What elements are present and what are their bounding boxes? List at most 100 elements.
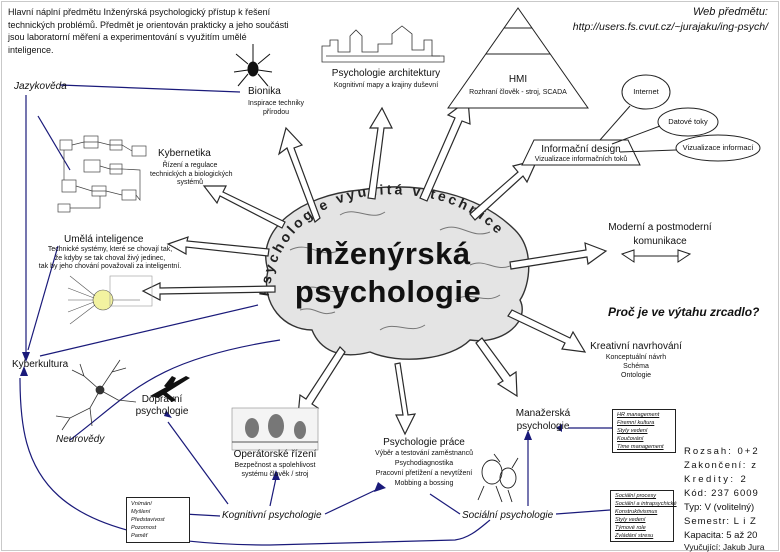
node-informacni-sub: Vizualizace informačních toků bbox=[534, 156, 628, 163]
line-kog-prace bbox=[324, 487, 381, 515]
course-kredity: Kredity: 2 bbox=[684, 474, 749, 485]
arrow-hmi bbox=[419, 98, 471, 202]
node-dopravni-line1: Dopravní bbox=[141, 394, 183, 405]
group-figures-icon bbox=[477, 453, 519, 503]
node-moderni-line1: Moderní a postmoderní bbox=[608, 222, 712, 233]
line-kyber-brain bbox=[39, 304, 259, 357]
list-item: Týmové role bbox=[615, 525, 646, 531]
list-item: Pozornost bbox=[131, 525, 157, 531]
intro-line-3: jsou laboratorní měření a experimentován… bbox=[8, 32, 247, 42]
node-prace-title: Psychologie práce bbox=[383, 437, 465, 448]
intro-line-4: inteligence. bbox=[8, 44, 54, 55]
center-title-line-1: Inženýrská bbox=[305, 236, 471, 271]
line-kyber-umela bbox=[27, 245, 59, 351]
list-item: Myšlení bbox=[131, 509, 151, 515]
node-kognitivni: Kognitivní psychologie bbox=[222, 510, 322, 521]
info-design-shapes bbox=[521, 74, 761, 166]
node-kybernetika-title: Kybernetika bbox=[158, 148, 211, 159]
node-kreativni-sub1: Konceptuální návrh bbox=[605, 354, 667, 361]
list-item: Time management bbox=[617, 444, 664, 450]
question-proc: Proč je ve výtahu zrcadlo? bbox=[608, 305, 760, 319]
list-item: Představivost bbox=[131, 517, 165, 523]
list-socialni: Sociální procesy Sociální a intrapsychic… bbox=[610, 490, 677, 542]
arrowheads bbox=[20, 352, 562, 492]
bubble-datove-toky: Datové toky bbox=[668, 117, 708, 126]
node-socialni: Sociální psychologie bbox=[462, 510, 554, 521]
control-room-icon bbox=[231, 407, 319, 451]
line-soc-list bbox=[555, 509, 611, 515]
radiating-arrows bbox=[141, 98, 608, 436]
intro-line-1: Hlavní náplní předmětu Inženýrská psycho… bbox=[8, 7, 271, 17]
node-umela-title: Umělá inteligence bbox=[64, 234, 144, 245]
neural-network-icon bbox=[67, 275, 153, 325]
node-moderni-line2: komunikace bbox=[633, 236, 687, 247]
list-item: Firemní kultura bbox=[617, 420, 655, 426]
line-kog-list bbox=[183, 513, 221, 517]
communication-symbol bbox=[620, 249, 692, 263]
node-operatorske-sub2: systému člověk / stroj bbox=[241, 471, 309, 478]
course-zakonceni: Zakončení: z bbox=[684, 460, 758, 471]
node-bionika-title: Bionika bbox=[248, 86, 281, 97]
list-managerska: HR management Firemní kultura Styly vede… bbox=[612, 409, 676, 453]
arrow-kybernetika bbox=[202, 185, 286, 229]
arrow-bionika bbox=[277, 126, 321, 223]
center-title-line-2: psychologie bbox=[294, 274, 482, 309]
node-kybernetika-sub2: technických a biologických bbox=[150, 170, 233, 178]
node-kreativni-sub3: Ontologie bbox=[621, 372, 651, 379]
spider-icon bbox=[233, 44, 273, 87]
list-item: Styly vedení bbox=[615, 517, 646, 523]
node-jazykoveda: Jazykověda bbox=[14, 81, 67, 92]
node-kybernetika-sub3: systémů bbox=[176, 179, 204, 186]
web-url-link[interactable]: http://users.fs.cvut.cz/~jurajaku/ing-ps… bbox=[572, 21, 768, 33]
node-hmi-sub: Rozhraní člověk - stroj, SCADA bbox=[469, 89, 567, 96]
arrow-architektury bbox=[367, 106, 393, 200]
intro-line-2: technických problémů. Předmět je oriento… bbox=[8, 19, 289, 30]
course-kod: Kód: 237 6009 bbox=[684, 488, 759, 499]
course-vyucujici: Vyučující: Jakub Jura bbox=[684, 542, 765, 552]
arrow-managerska bbox=[475, 337, 518, 398]
airplane-icon bbox=[150, 376, 190, 402]
list-item: Vnímání bbox=[131, 501, 152, 507]
course-kapacita: Kapacita: 5 až 20 bbox=[684, 530, 758, 541]
bubble-vizualizace: Vizualizace informací bbox=[682, 143, 754, 152]
line-soc-prace bbox=[429, 493, 461, 515]
node-bionika-sub2: přírodou bbox=[262, 109, 290, 116]
node-dopravni-line2: psychologie bbox=[135, 406, 189, 417]
arrow-prace bbox=[394, 362, 417, 436]
list-item: Koučování bbox=[617, 436, 644, 442]
line-neuro-brain bbox=[69, 339, 281, 441]
node-operatorske-sub1: Bezpečnost a spolehlivost bbox=[234, 462, 316, 469]
node-hmi-title: HMI bbox=[508, 74, 528, 85]
node-architektury-sub: Kognitivní mapy a krajiny duševní bbox=[333, 82, 439, 89]
arrow-ai-lower bbox=[141, 282, 276, 301]
node-managerska-line2: psychologie bbox=[516, 421, 570, 432]
node-architektury-title: Psychologie architektury bbox=[331, 68, 441, 79]
arrow-informacni bbox=[469, 159, 539, 221]
web-label: Web předmětu: bbox=[692, 6, 768, 18]
city-sketch-icon bbox=[321, 25, 445, 63]
node-umela-sub1: Technické systémy, které se chovají tak, bbox=[47, 246, 173, 253]
line-kog-dopravni bbox=[167, 421, 229, 505]
node-bionika-sub1: Inspirace techniky bbox=[247, 100, 305, 107]
node-prace-sub1: Výběr a testování zaměstnanců bbox=[374, 450, 474, 457]
hmi-pyramid bbox=[447, 7, 589, 109]
arrow-moderni bbox=[509, 242, 608, 270]
list-item: Konstruktivismus bbox=[615, 509, 658, 515]
list-item: Paměť bbox=[131, 533, 148, 539]
course-semestr: Semestr: L i Z bbox=[684, 516, 757, 527]
list-item: HR management bbox=[617, 412, 660, 418]
node-kreativni-title: Kreativní navrhování bbox=[590, 341, 682, 352]
brain-illustration: Psychologie využitá v technice bbox=[256, 181, 530, 360]
node-operatorske-title: Operátorské řízení bbox=[233, 449, 317, 460]
node-managerska-line1: Manažerská bbox=[515, 408, 571, 419]
arrow-umela bbox=[166, 236, 270, 257]
cybernetics-block-diagram-icon bbox=[57, 135, 147, 213]
node-umela-sub3: tak by jeho chování považovali za inteli… bbox=[38, 263, 182, 270]
node-kreativni-sub2: Schéma bbox=[623, 363, 649, 370]
list-item: Sociální procesy bbox=[615, 493, 657, 499]
list-kognitivni: Vnímání Myšlení Představivost Pozornost … bbox=[126, 497, 190, 543]
bubble-internet: Internet bbox=[633, 87, 659, 96]
neuron-icon bbox=[55, 359, 137, 431]
line-jazyk-bionika bbox=[59, 84, 241, 93]
